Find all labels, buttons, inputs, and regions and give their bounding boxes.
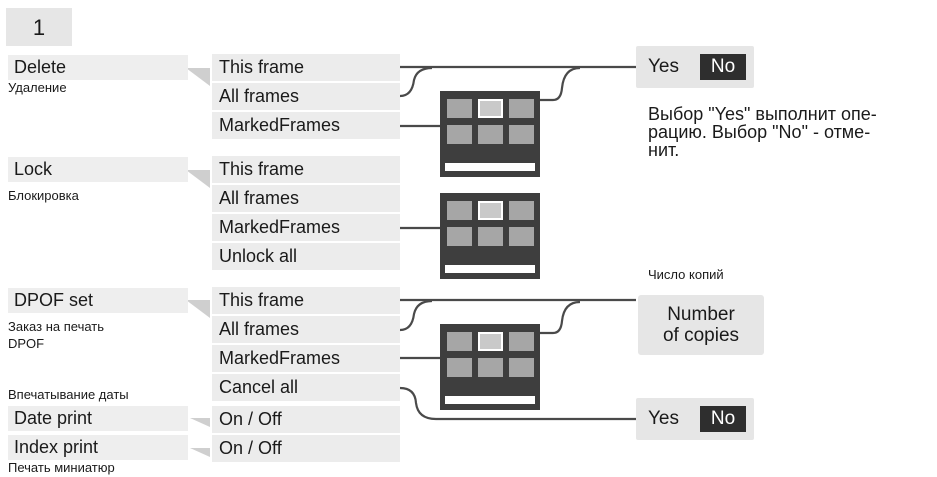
lock-wedge bbox=[186, 170, 210, 188]
dpof-option-marked-frames: MarkedFrames bbox=[212, 345, 400, 372]
dpof-option-this-frame: This frame bbox=[212, 287, 400, 314]
cancel-all-line bbox=[399, 386, 636, 421]
copies-caption: Число копий bbox=[648, 267, 724, 282]
confirm-note-line2: рацию. Выбор "No" - отме- bbox=[648, 122, 871, 142]
dpof-sublabel-line2: DPOF bbox=[8, 336, 45, 351]
dpof-label: DPOF set bbox=[8, 288, 188, 313]
date-print-label: Date print bbox=[8, 406, 188, 431]
date-wedge bbox=[190, 418, 210, 427]
cancel-confirm-dialog: Yes No bbox=[636, 398, 754, 440]
delete-sublabel: Удаление bbox=[8, 80, 67, 95]
no-option: No bbox=[700, 406, 746, 432]
delete-screen-line bbox=[540, 66, 581, 102]
yes-option: Yes bbox=[648, 56, 679, 77]
confirm-note-line1: Выбор "Yes" выполнит опе- bbox=[648, 104, 877, 124]
page-number: 1 bbox=[6, 8, 72, 46]
delete-wedge bbox=[186, 68, 210, 86]
dpof-all-frames-line bbox=[399, 299, 433, 332]
index-print-sublabel: Печать миниатюр bbox=[8, 460, 115, 475]
confirm-note: Выбор "Yes" выполнит опе- рацию. Выбор "… bbox=[648, 105, 937, 159]
lock-option-all-frames: All frames bbox=[212, 185, 400, 212]
delete-option-this-frame: This frame bbox=[212, 54, 400, 81]
delete-confirm-dialog: Yes No bbox=[636, 46, 754, 88]
copies-line2: of copies bbox=[662, 325, 740, 346]
lock-option-this-frame: This frame bbox=[212, 156, 400, 183]
dpof-sublabel-line1: Заказ на печать bbox=[8, 319, 105, 334]
delete-option-marked-frames: MarkedFrames bbox=[212, 112, 400, 139]
dpof-option-all-frames: All frames bbox=[212, 316, 400, 343]
lock-option-unlock-all: Unlock all bbox=[212, 243, 400, 270]
lock-label: Lock bbox=[8, 157, 188, 182]
dpof-wedge bbox=[186, 300, 210, 318]
lock-option-marked-frames: MarkedFrames bbox=[212, 214, 400, 241]
confirm-note-line3: нит. bbox=[648, 140, 680, 160]
delete-all-frames-line bbox=[399, 66, 433, 98]
date-print-option: On / Off bbox=[212, 406, 400, 433]
delete-option-all-frames: All frames bbox=[212, 83, 400, 110]
index-print-label: Index print bbox=[8, 435, 188, 460]
index-print-option: On / Off bbox=[212, 435, 400, 462]
delete-label: Delete bbox=[8, 55, 188, 80]
frame-select-screen bbox=[440, 91, 540, 177]
no-option: No bbox=[700, 54, 746, 80]
dpof-option-cancel-all: Cancel all bbox=[212, 374, 400, 401]
copies-dialog: Number of copies bbox=[638, 295, 764, 355]
frame-select-screen bbox=[440, 324, 540, 410]
lock-sublabel: Блокировка bbox=[8, 188, 79, 203]
frame-select-screen bbox=[440, 193, 540, 279]
date-print-caption: Впечатывание даты bbox=[8, 387, 129, 402]
yes-option: Yes bbox=[648, 408, 679, 429]
copies-line1: Number bbox=[667, 304, 735, 325]
index-wedge bbox=[190, 448, 210, 457]
dpof-screen-line bbox=[540, 300, 581, 335]
